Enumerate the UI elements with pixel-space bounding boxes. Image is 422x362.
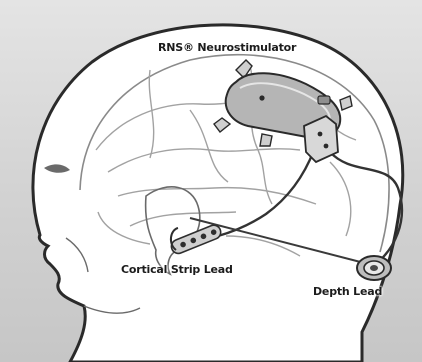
cortical-strip-lead-label: Cortical Strip Lead [121,263,233,276]
neurostimulator-label: RNS® Neurostimulator [158,41,296,54]
depth-lead-label: Depth Lead [313,285,382,298]
depth-lead-cap [357,256,391,280]
head-outline [33,25,403,362]
